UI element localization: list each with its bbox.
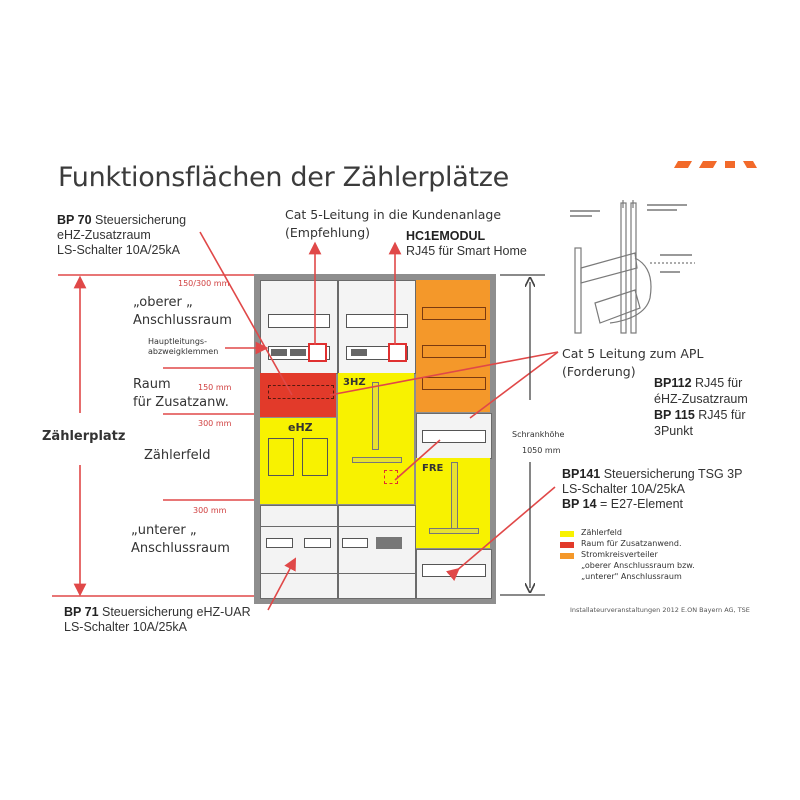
- distributor-row: [422, 345, 486, 358]
- lower-space-middle-bottom: [338, 573, 416, 599]
- bp71-label: BP 71 Steuersicherung eHZ-UAR LS-Schalte…: [64, 605, 251, 634]
- legend-label: „unterer" Anschlussraum: [581, 572, 682, 581]
- additional-use-bar: [268, 385, 334, 399]
- fre-rail-horizontal: [429, 528, 479, 534]
- terminal-block: [290, 349, 306, 356]
- legend-label: Zählerfeld: [581, 528, 622, 537]
- zaehlerplatz-label: Zählerplatz: [42, 429, 126, 444]
- rj45-marker-left: [308, 343, 327, 362]
- legend-swatch-orange: [560, 553, 574, 559]
- 3hz-label: 3HZ: [343, 377, 366, 388]
- lower-terminal-bar: [304, 538, 331, 548]
- terminal-block: [271, 349, 287, 356]
- lower-terminal-bar: [342, 538, 368, 548]
- apl-installation-sketch: [570, 200, 695, 334]
- brand-logo-stripe-3: [725, 161, 735, 168]
- hc1emodul-label: HC1EMODUL RJ45 für Smart Home: [406, 229, 527, 258]
- footer-source: Installateurveranstaltungen 2012 E.ON Ba…: [570, 606, 750, 614]
- bp141-bp14-label: BP141 Steuersicherung TSG 3P LS-Schalter…: [562, 467, 743, 511]
- ehz-meter-1: [268, 438, 294, 476]
- meter-cabinet: eHZ 3HZ FRE: [254, 274, 496, 604]
- legend-swatch-red: [560, 542, 574, 548]
- terminal-bar: [422, 430, 486, 443]
- raum-zusatzanw-label: Raum für Zusatzanw.: [133, 377, 229, 410]
- zaehlerfeld-label: Zählerfeld: [144, 448, 211, 463]
- additional-use-space: [260, 373, 336, 417]
- dimension-300-a: 300 mm: [198, 419, 232, 428]
- 3hz-rail-horizontal: [352, 457, 402, 463]
- lower-module: [376, 537, 402, 549]
- 3hz-rail-vertical: [372, 382, 379, 450]
- distributor-row: [422, 307, 486, 320]
- dimension-150: 150 mm: [198, 383, 232, 392]
- ehz-label: eHZ: [288, 421, 313, 434]
- bp112-bp115-label: BP112 RJ45 für éHZ-Zusatzraum BP 115 RJ4…: [654, 376, 748, 438]
- dimension-150-300: 150/300 mm: [178, 279, 230, 288]
- legend-label: Stromkreisverteiler: [581, 550, 658, 559]
- legend: Zählerfeld Raum für Zusatzanwend. Stromk…: [560, 528, 760, 598]
- cat5-apl-label: Cat 5 Leitung zum APL (Forderung): [562, 346, 704, 379]
- distributor-row: [422, 377, 486, 390]
- ehz-meter-field: [260, 418, 336, 504]
- oberer-anschlussraum-label: „oberer „ Anschlussraum: [133, 295, 232, 328]
- ehz-meter-2: [302, 438, 328, 476]
- legend-label: „oberer Anschlussraum bzw.: [581, 561, 695, 570]
- rj45-marker-middle: [388, 343, 407, 362]
- terminal-bar: [346, 314, 408, 328]
- legend-label: Raum für Zusatzanwend.: [581, 539, 682, 548]
- page-title: Funktionsflächen der Zählerplätze: [58, 162, 509, 193]
- cat5-kundenanlage-label: Cat 5-Leitung in die Kundenanlage (Empfe…: [285, 207, 502, 240]
- lower-terminal-bar: [266, 538, 293, 548]
- bp70-label: BP 70 Steuersicherung eHZ-Zusatzraum LS-…: [57, 213, 187, 257]
- terminal-block: [351, 349, 367, 356]
- fre-label: FRE: [422, 463, 444, 474]
- hauptleitungs-label: Hauptleitungs- abzweigklemmen: [148, 337, 219, 356]
- dimension-300-b: 300 mm: [193, 506, 227, 515]
- schrankhoehe-label: Schrankhöhe 1050 mm: [512, 430, 565, 455]
- lower-connection-space-left: [260, 526, 338, 574]
- unterer-anschlussraum-label: „unterer „ Anschlussraum: [131, 523, 230, 556]
- lower-space-left-bottom: [260, 573, 338, 599]
- legend-swatch-yellow: [560, 531, 574, 537]
